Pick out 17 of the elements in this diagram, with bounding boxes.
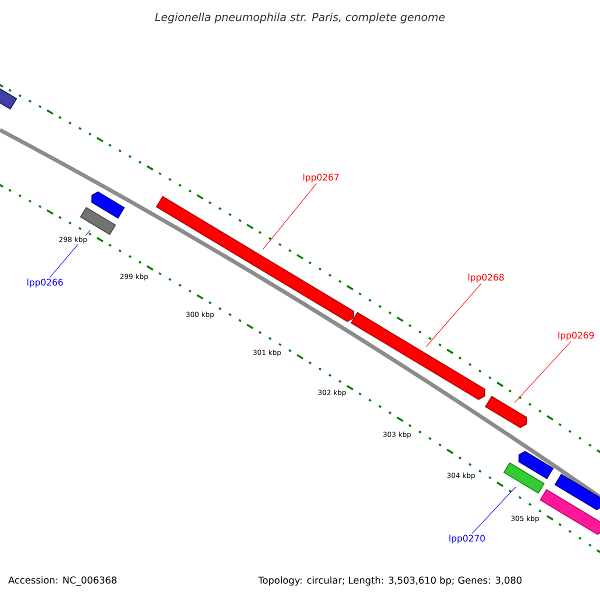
gene-label: lpp0270 (449, 534, 485, 544)
title: Legionella pneumophila str. Paris, complete genome (155, 12, 445, 24)
gene-feature (540, 489, 600, 535)
gene-feature (518, 450, 554, 480)
gene-label: lpp0268 (468, 274, 504, 282)
footer-text: Topology: circular; Length: 3,503,610 bp; Genes: 3,080 (258, 576, 522, 586)
gene-feature (484, 396, 527, 428)
footer-text: Accession: NC_006368 (8, 576, 117, 586)
leader-line (514, 341, 572, 403)
gene-feature (554, 474, 600, 510)
gene-label: lpp0267 (303, 174, 339, 182)
leader-line (472, 486, 516, 534)
gene-label: lpp0269 (558, 332, 594, 340)
gene-feature (350, 312, 486, 400)
leader-line (262, 183, 317, 250)
gene-label: lpp0266 (27, 278, 63, 288)
leader-line (426, 283, 482, 347)
